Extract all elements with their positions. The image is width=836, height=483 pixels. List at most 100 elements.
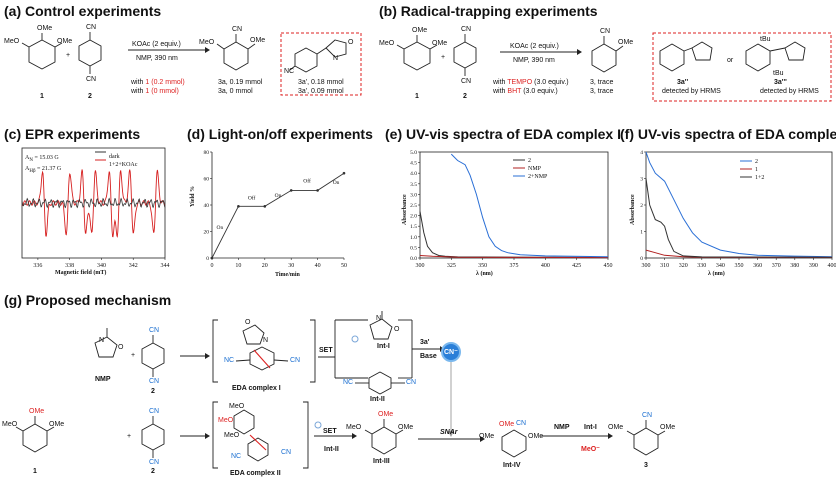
g-1-meo-left: MeO [2, 421, 18, 428]
g-3ap: 3a' [420, 339, 430, 346]
g-3-label: 3 [644, 462, 648, 469]
b-with-bht: with BHT (3.0 equiv.) [493, 88, 558, 95]
x-tick-label-2: 20 [262, 263, 268, 269]
g-cn-anion-circle [441, 342, 461, 362]
x-tick-label-10: 400 [828, 263, 836, 269]
x-tick-label-2: 350 [478, 263, 487, 269]
epr-an: AN = 15.03 G [25, 155, 59, 164]
epr-legend-dark: dark [109, 154, 120, 160]
b-ome-top: OMe [412, 27, 428, 34]
x-tick-label-4: 40 [315, 263, 321, 269]
g-intiii-ome-right: OMe [398, 424, 414, 431]
d-point-3 [289, 189, 293, 192]
g-1-label: 1 [33, 468, 37, 475]
g-2-ring [141, 342, 165, 370]
b-hrms-2: detected by HRMS [760, 88, 819, 95]
a-label-1: 1 [40, 93, 44, 100]
g-inti-n: N [376, 315, 382, 322]
x-tick-label-2: 320 [679, 263, 688, 269]
a-with-2: with 1 (0 mmol) [131, 88, 179, 95]
g-1-ome-right: OMe [49, 421, 65, 428]
d-point-2 [263, 205, 267, 208]
uv2-legend-label-0: 2 [755, 159, 758, 165]
d-point-5 [342, 171, 346, 175]
y-tick-label-4: 80 [204, 150, 210, 156]
g-eda1-label: EDA complex I [232, 385, 281, 392]
b-cond-koac: KOAc (2 equiv.) [510, 43, 559, 50]
panel-a-title: (a) Control experiments [4, 3, 162, 19]
y-tick-label-2: 40 [204, 203, 210, 209]
f-xlabel: λ (nm) [708, 271, 725, 277]
g-2-label: 2 [151, 388, 155, 395]
epr-series-light [21, 169, 166, 238]
g-inti-o: O [394, 326, 400, 333]
b-with-tempo: with TEMPO (3.0 equiv.) [493, 79, 569, 86]
a-p-ome: OMe [250, 37, 266, 44]
b-label-1: 1 [415, 93, 419, 100]
b-cn-bottom: CN [461, 78, 472, 85]
y-tick-label-3: 3 [640, 177, 643, 183]
uv2-legend-label-2: 1+2 [755, 175, 764, 181]
a-p-meo: MeO [199, 39, 215, 46]
g-3-cn: CN [642, 412, 653, 419]
g-eda2-donor [233, 409, 255, 435]
g-set-2: SET [323, 428, 337, 435]
g-intii-ring [368, 371, 392, 395]
g-intiv-ome-left: OMe [479, 433, 495, 440]
g-intii-nc: NC [343, 379, 354, 386]
g-eda2-nc: NC [231, 453, 242, 460]
a-result-1: 3a, 0.19 mmol [218, 79, 263, 86]
uv2-series-2 [645, 178, 833, 258]
x-tick-label-3: 342 [129, 263, 138, 269]
x-tick-label-4: 340 [716, 263, 725, 269]
g-intiv-label: Int-IV [503, 462, 521, 469]
panel-e-title: (e) UV-vis spectra of EDA complex I [385, 126, 621, 142]
g-inti2: Int-I [584, 424, 597, 431]
g-eda1-o: O [245, 319, 251, 326]
x-tick-label-6: 450 [604, 263, 613, 269]
b-tbu-bottom: tBu [773, 70, 784, 77]
b-product-3app: 3a'' [677, 79, 689, 86]
g-2b-ring [141, 423, 165, 451]
g-meom: MeO⁻ [581, 446, 600, 453]
x-tick-label-3: 30 [288, 263, 294, 269]
a-label-2: 2 [88, 93, 92, 100]
y-tick-label-8: 4.0 [410, 171, 417, 177]
uv1-legend-label-0: 2 [528, 158, 531, 164]
x-tick-label-1: 10 [235, 263, 241, 269]
x-tick-label-1: 325 [447, 263, 456, 269]
a-with-1: with 1 (0.2 mmol) [131, 79, 185, 86]
panel-b-title: (b) Radical-trapping experiments [379, 3, 598, 19]
a-ome-right: OMe [57, 38, 73, 45]
light-bulb-icon [351, 335, 359, 343]
g-3-meo: OMe [608, 424, 624, 431]
y-tick-label-7: 3.5 [410, 182, 417, 188]
a-highlight-box [280, 32, 362, 96]
d-xlabel: Time/min [275, 272, 300, 278]
d-point-1 [237, 205, 240, 208]
a-result-2: 3a, 0 mmol [218, 88, 253, 95]
a-cn-bottom: CN [86, 76, 97, 83]
x-tick-label-4: 344 [161, 263, 170, 269]
x-tick-label-3: 330 [697, 263, 706, 269]
g-intii-label: Int-II [370, 396, 385, 403]
x-tick-label-8: 380 [790, 263, 799, 269]
g-2-cn-top: CN [149, 327, 160, 334]
g-eda1-nc: NC [224, 357, 235, 364]
d-annotation-1: Off [248, 195, 256, 202]
x-tick-label-2: 340 [97, 263, 106, 269]
epr-xlabel: Magnetic field (mT) [55, 270, 107, 276]
a-result-4: 3a', 0.09 mmol [298, 88, 344, 95]
g-nmp2: NMP [554, 424, 570, 431]
b-result-2: 3, trace [590, 88, 614, 95]
x-tick-label-0: 300 [416, 263, 425, 269]
y-tick-label-5: 2.5 [410, 203, 417, 209]
d-annotation-3: Off [303, 177, 311, 184]
e-xlabel: λ (nm) [476, 271, 493, 277]
panel-d-title: (d) Light-on/off experiments [187, 126, 373, 142]
a-result-3: 3a', 0.18 mmol [298, 79, 344, 86]
a-plus: + [66, 52, 71, 59]
y-tick-label-4: 4 [640, 150, 643, 156]
x-tick-label-0: 300 [642, 263, 651, 269]
